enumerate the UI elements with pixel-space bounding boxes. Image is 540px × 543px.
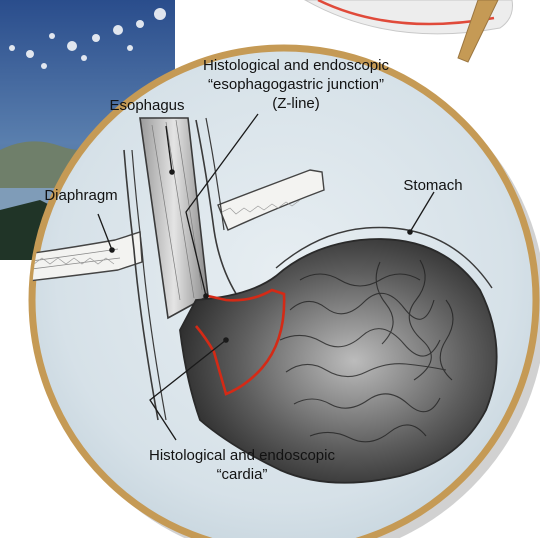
esophagus-label: Esophagus (92, 96, 202, 115)
cardia-label-line2: “cardia” (122, 465, 362, 484)
z-line-label-line2: “esophagogastric junction” (196, 75, 396, 94)
cardia-label-line1: Histological and endoscopic (122, 446, 362, 465)
diaphragm-label: Diaphragm (26, 186, 136, 205)
cardia-label: Histological and endoscopic “cardia” (122, 446, 362, 484)
z-line-label: Histological and endoscopic “esophagogas… (196, 56, 396, 113)
z-line-label-line3: (Z-line) (196, 94, 396, 113)
z-line-label-line1: Histological and endoscopic (196, 56, 396, 75)
stomach-label: Stomach (378, 176, 488, 195)
